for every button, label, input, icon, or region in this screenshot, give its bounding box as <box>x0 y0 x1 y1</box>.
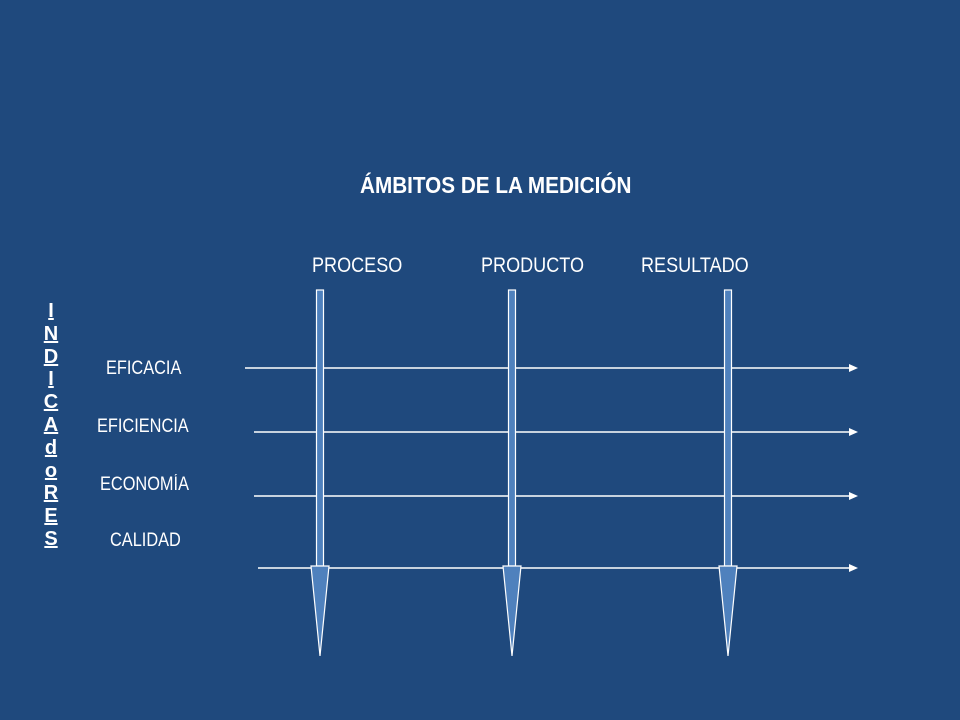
indicadores-vertical-label: I N D I C A d o R E S <box>40 300 62 551</box>
vertical-letter: o <box>44 459 58 482</box>
column-label-resultado: RESULTADO <box>641 254 749 277</box>
row-label-eficacia: EFICACIA <box>106 358 182 379</box>
column-arrow-head <box>310 565 330 657</box>
row-label-eficiencia: EFICIENCIA <box>97 416 189 437</box>
row-label-economia: ECONOMÍA <box>100 474 189 495</box>
column-arrow-head <box>718 565 738 657</box>
column-arrow-shaft <box>315 289 325 567</box>
column-arrow-shaft <box>507 289 517 567</box>
vertical-letter: I <box>48 368 54 391</box>
vertical-letter: d <box>44 436 58 459</box>
column-label-producto: PRODUCTO <box>481 254 585 277</box>
row-arrow-head <box>849 492 858 500</box>
row-label-calidad: CALIDAD <box>110 530 181 551</box>
vertical-letter: N <box>43 322 59 345</box>
vertical-letter: C <box>43 391 59 414</box>
vertical-letter: R <box>43 482 59 505</box>
diagram-title: ÁMBITOS DE LA MEDICIÓN <box>360 172 632 198</box>
row-arrow-head <box>849 428 858 436</box>
vertical-letter: D <box>43 345 59 368</box>
column-arrow-head <box>502 565 522 657</box>
vertical-letter: E <box>44 505 58 528</box>
vertical-letter: I <box>48 300 54 322</box>
row-arrow-head <box>849 364 858 372</box>
column-arrow-shaft <box>723 289 733 567</box>
row-arrow-head <box>849 564 858 572</box>
vertical-letter: A <box>43 413 59 436</box>
vertical-letter: S <box>44 527 58 550</box>
column-label-proceso: PROCESO <box>312 254 403 277</box>
